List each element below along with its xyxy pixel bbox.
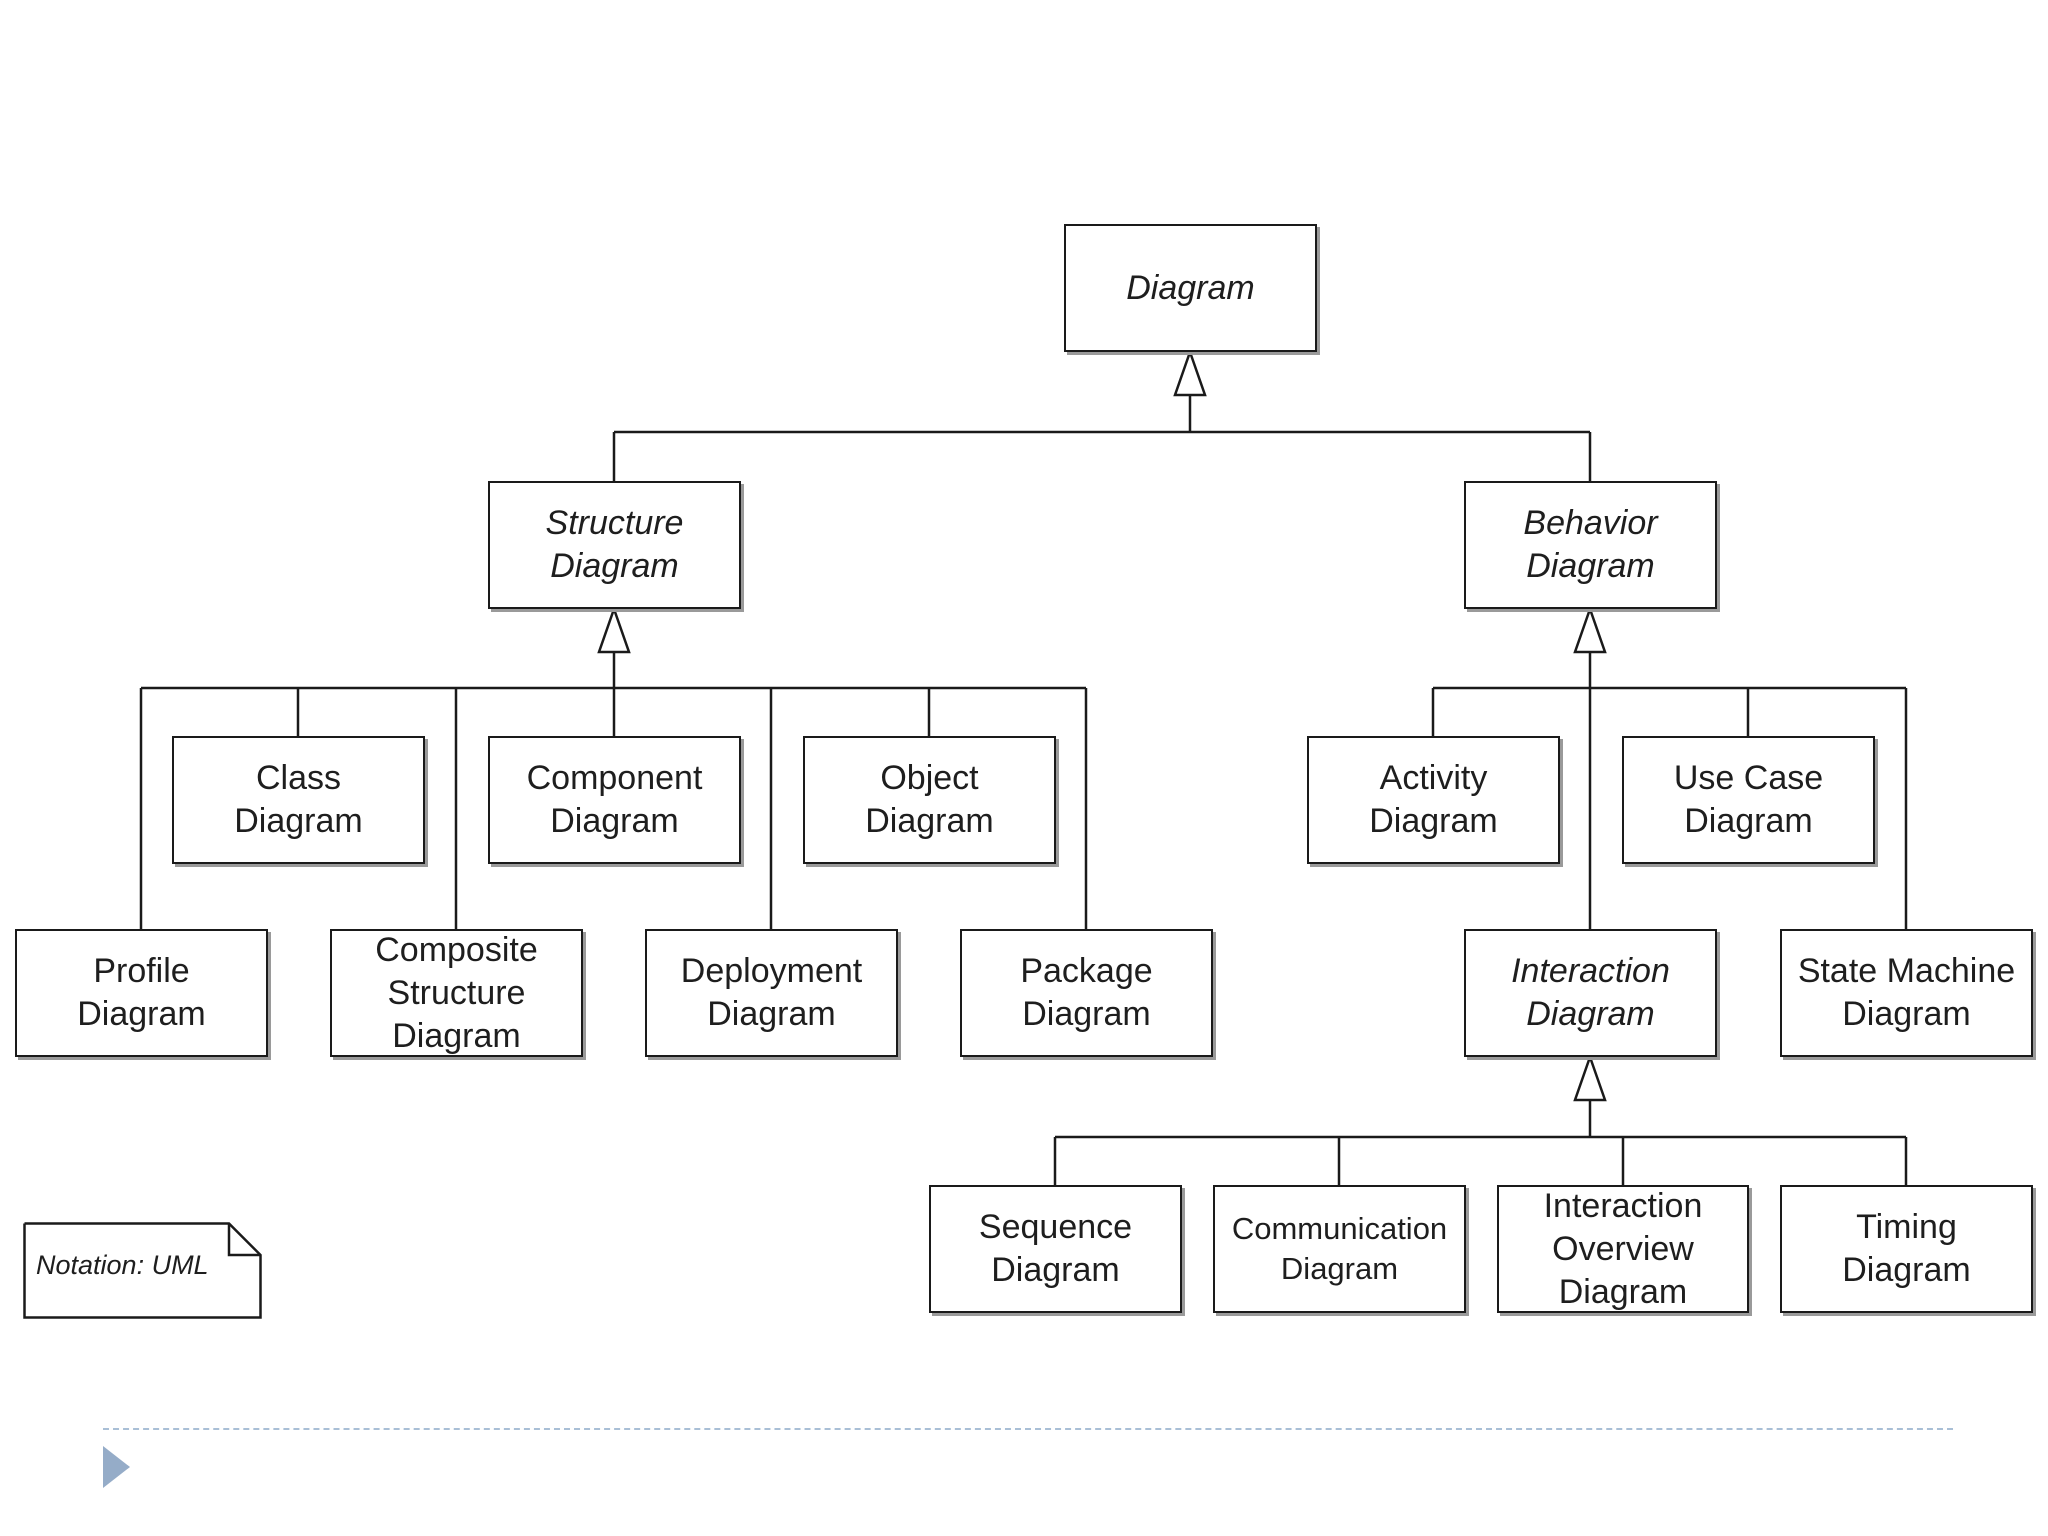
box-label-line: Package — [1020, 952, 1153, 990]
box-label-line: Class — [255, 759, 342, 797]
box-label-line: Diagram — [1369, 802, 1498, 840]
box-label-line: Composite — [375, 930, 538, 969]
box-label-line: Diagram — [1280, 1251, 1399, 1286]
footer-divider — [103, 1428, 1953, 1430]
box-label-line: Diagram — [1526, 995, 1655, 1033]
box-label-line: Diagram — [550, 802, 679, 840]
box-label-line: Behavior — [1523, 504, 1658, 542]
box-label-line: Interaction — [1543, 1186, 1703, 1225]
box-label-line: Structure — [545, 504, 684, 542]
box-label-line: Diagram — [550, 547, 679, 585]
box-label-line: Diagram — [707, 995, 836, 1033]
generalization-arrowhead-icon — [597, 605, 631, 654]
box-label-line: Object — [880, 759, 979, 797]
notation-note: Notation: UML — [36, 1250, 209, 1280]
generalization-arrowhead-icon — [1573, 605, 1607, 654]
box-label-line: Diagram — [1684, 802, 1813, 840]
box-label-line: Interaction — [1511, 952, 1670, 990]
box-label-line: Communication — [1231, 1211, 1448, 1246]
box-label-line: Diagram — [991, 1251, 1120, 1289]
box-label-line: Diagram — [1842, 995, 1971, 1033]
generalization-arrowhead-icon — [1173, 348, 1207, 397]
box-label-line: Diagram — [392, 1016, 521, 1055]
box-label-line: Timing — [1856, 1208, 1957, 1246]
box-label-line: Deployment — [680, 952, 863, 990]
generalization-arrowhead-icon — [1573, 1053, 1607, 1102]
box-label-line: Diagram — [234, 802, 363, 840]
box-label-line: State Machine — [1797, 952, 2016, 990]
box-label-line: Structure — [387, 973, 526, 1012]
box-label-line: Overview — [1552, 1229, 1694, 1268]
box-label-line: Sequence — [978, 1208, 1133, 1246]
box-label-line: Diagram — [1526, 547, 1655, 585]
box-label-line: Use Case — [1673, 759, 1824, 797]
box-label-line: Profile — [93, 952, 190, 990]
box-label-line: Diagram — [865, 802, 994, 840]
box-label-line: Diagram — [77, 995, 206, 1033]
box-label-line: Diagram — [1126, 268, 1255, 307]
next-slide-arrow-icon[interactable] — [103, 1446, 130, 1488]
box-label-line: Diagram — [1842, 1251, 1971, 1289]
diagram-root-box: Diagram — [1064, 224, 1317, 352]
uml-note-shape — [23, 1222, 262, 1319]
box-label-line: Diagram — [1022, 995, 1151, 1033]
box-label-line: Diagram — [1558, 1272, 1688, 1311]
box-label-line: Component — [526, 759, 703, 797]
box-label-line: Activity — [1379, 759, 1488, 797]
